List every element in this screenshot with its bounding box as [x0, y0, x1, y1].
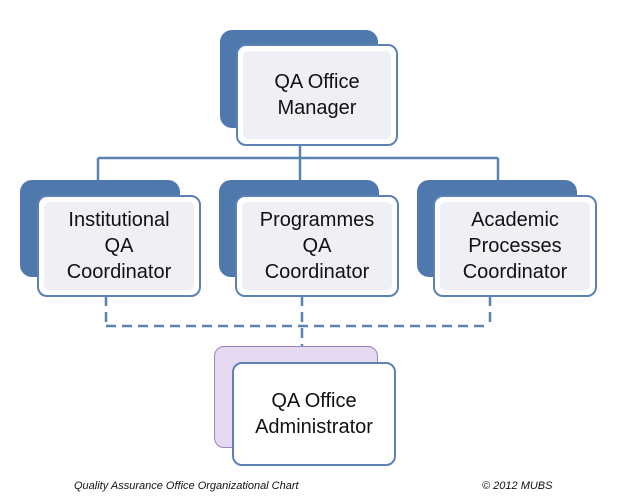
node-label: QA Office Administrator [255, 390, 373, 438]
node-label: Institutional QA Coordinator [66, 209, 172, 283]
node-administrator: QA Office Administrator [232, 362, 396, 466]
copyright-text: © 2012 MUBS [482, 480, 553, 492]
node-label: Programmes QA Coordinator [259, 209, 375, 283]
node-manager: QA Office Manager [236, 44, 398, 146]
node-label: QA Office Manager [274, 71, 360, 119]
node-inner [440, 202, 590, 290]
node-inner [243, 51, 391, 139]
node-inner [242, 202, 392, 290]
node-academic: Academic Processes Coordinator [433, 195, 597, 297]
node-institutional: Institutional QA Coordinator [37, 195, 201, 297]
node-programmes: Programmes QA Coordinator [235, 195, 399, 297]
node-inner [44, 202, 194, 290]
chart-caption: Quality Assurance Office Organizational … [74, 480, 299, 492]
node-label: Academic Processes Coordinator [462, 209, 568, 283]
